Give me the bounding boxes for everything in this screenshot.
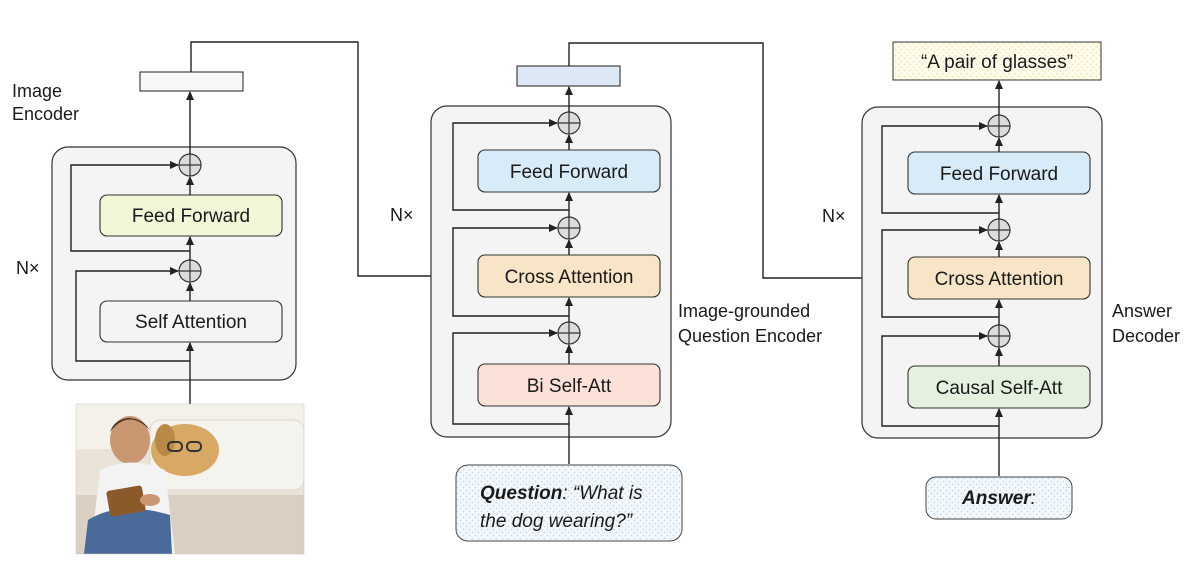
feed-forward-label: Feed Forward: [510, 162, 628, 183]
question-input-line2: the dog wearing?”: [480, 511, 634, 532]
add-icon: [557, 111, 581, 135]
question-encoder-label-line1: Image-grounded: [678, 301, 810, 321]
answer-input-box: [925, 476, 1073, 520]
feed-forward-label: Feed Forward: [940, 164, 1058, 185]
question-input-box: [455, 464, 683, 542]
question-input-bold: Question: [480, 483, 562, 504]
image-encoder-repeat-label: N×: [16, 258, 40, 278]
image-encoder-label-line1: Image: [12, 81, 62, 101]
answer-input-colon: :: [1031, 488, 1036, 509]
add-icon: [557, 216, 581, 240]
answer-input-text: Answer:: [961, 488, 1036, 509]
cross-attention-label: Cross Attention: [505, 267, 634, 288]
answer-output-box: [892, 41, 1102, 81]
question-encoder-repeat-label: N×: [390, 205, 414, 225]
question-feature-token: [516, 65, 621, 87]
answer-input-bold: Answer: [961, 488, 1032, 509]
answer-decoder: N× Answer Decoder Feed Forward Cross Att…: [822, 41, 1180, 520]
bi-self-att-label: Bi Self-Att: [527, 376, 612, 397]
answer-decoder-label-line1: Answer: [1112, 301, 1172, 321]
self-attention-label: Self Attention: [135, 312, 247, 333]
add-icon: [987, 324, 1011, 348]
feed-forward-label: Feed Forward: [132, 206, 250, 227]
question-encoder: N× Image-grounded Question Encoder Feed …: [390, 65, 822, 542]
add-icon: [178, 259, 202, 283]
add-icon: [557, 321, 581, 345]
causal-self-att-label: Causal Self-Att: [936, 378, 1063, 399]
image-encoder-label-line2: Encoder: [12, 104, 79, 124]
image-encoder: Image Encoder N× Feed Forward Self Atten…: [12, 71, 297, 404]
image-feature-token: [139, 71, 244, 92]
cross-attention-label: Cross Attention: [935, 269, 1064, 290]
answer-decoder-label-line2: Decoder: [1112, 326, 1180, 346]
question-input-text: : “What is: [562, 483, 643, 504]
image-encoder-block: [51, 146, 297, 381]
input-image: [75, 403, 305, 555]
add-icon: [178, 153, 202, 177]
answer-decoder-repeat-label: N×: [822, 206, 846, 226]
add-icon: [987, 114, 1011, 138]
add-icon: [987, 218, 1011, 242]
answer-output-text: “A pair of glasses”: [921, 52, 1073, 73]
question-encoder-label-line2: Question Encoder: [678, 326, 822, 346]
question-input-line1: Question: “What is: [480, 483, 643, 504]
